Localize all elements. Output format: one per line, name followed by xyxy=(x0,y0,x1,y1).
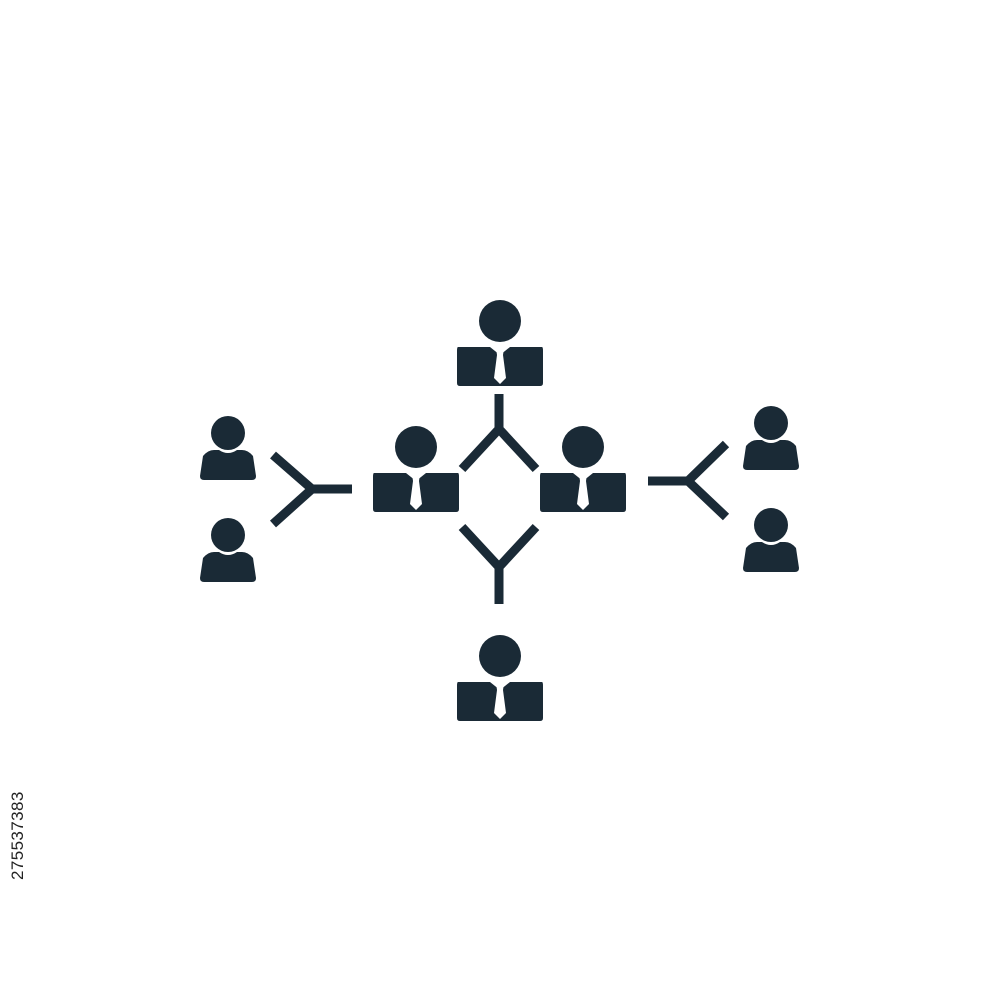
stock-image-id: 275537383 xyxy=(8,791,27,880)
fork-arrow-icon-right xyxy=(648,440,730,521)
person-icon-right-bottom xyxy=(743,508,799,572)
fork-arrow-icon-left xyxy=(269,451,352,528)
person-icon-left-bottom xyxy=(200,518,256,582)
businessman-icon-bottom xyxy=(457,635,543,721)
person-icon-right-top xyxy=(743,406,799,470)
fork-arrow-icon-bottom xyxy=(458,523,540,604)
fork-arrow-icon-top xyxy=(458,394,540,473)
businessman-icon-left xyxy=(373,426,459,512)
person-icon-left-top xyxy=(200,416,256,480)
businessman-icon-top xyxy=(457,300,543,386)
businessman-icon-right xyxy=(540,426,626,512)
